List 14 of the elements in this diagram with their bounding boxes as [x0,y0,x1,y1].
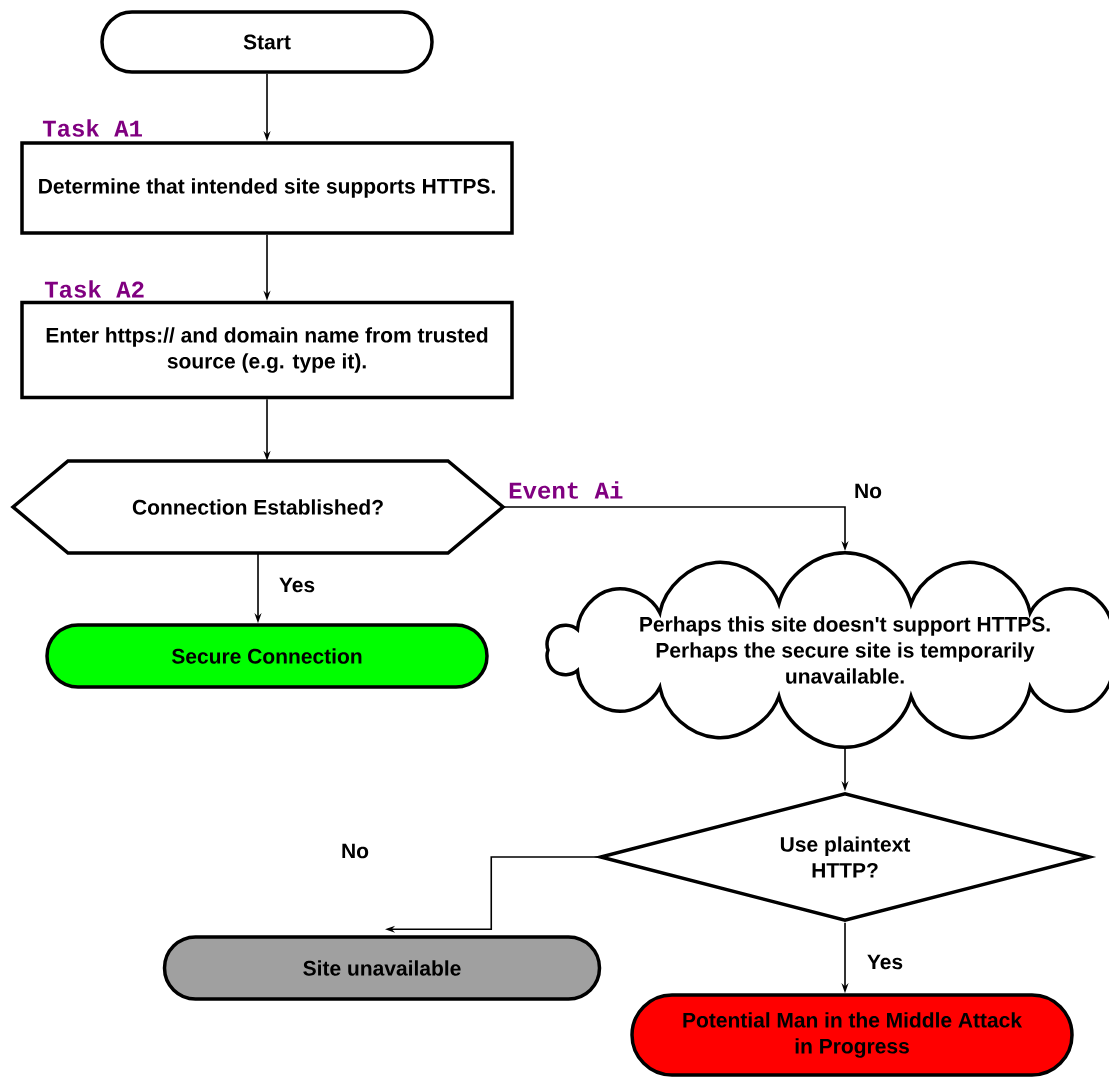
task-label: Task A1 [42,119,142,137]
end-terminator: Secure Connection [45,623,489,689]
edge-label: No [853,482,883,500]
end-terminator: Site unavailable [162,935,602,1001]
end-terminator: Potential Man in the Middle Attack in Progress [630,993,1074,1077]
process-box: Determine that intended site supports HTTPS. [20,141,514,235]
process-box: Enter https:// and domain name from trusted source (e.g. type it). [20,300,514,400]
edge-label: Yes [865,953,905,971]
task-label: Event Ai [509,481,623,499]
task-label: Task A2 [44,280,144,298]
thought-cloud: Perhaps this site doesn't support HTTPS. Perhaps the secure site is temporarily unavailable. [545,551,1109,749]
edge-label: Yes [277,576,317,594]
edge-label: No [340,842,370,860]
start-terminator: Start [100,10,434,74]
